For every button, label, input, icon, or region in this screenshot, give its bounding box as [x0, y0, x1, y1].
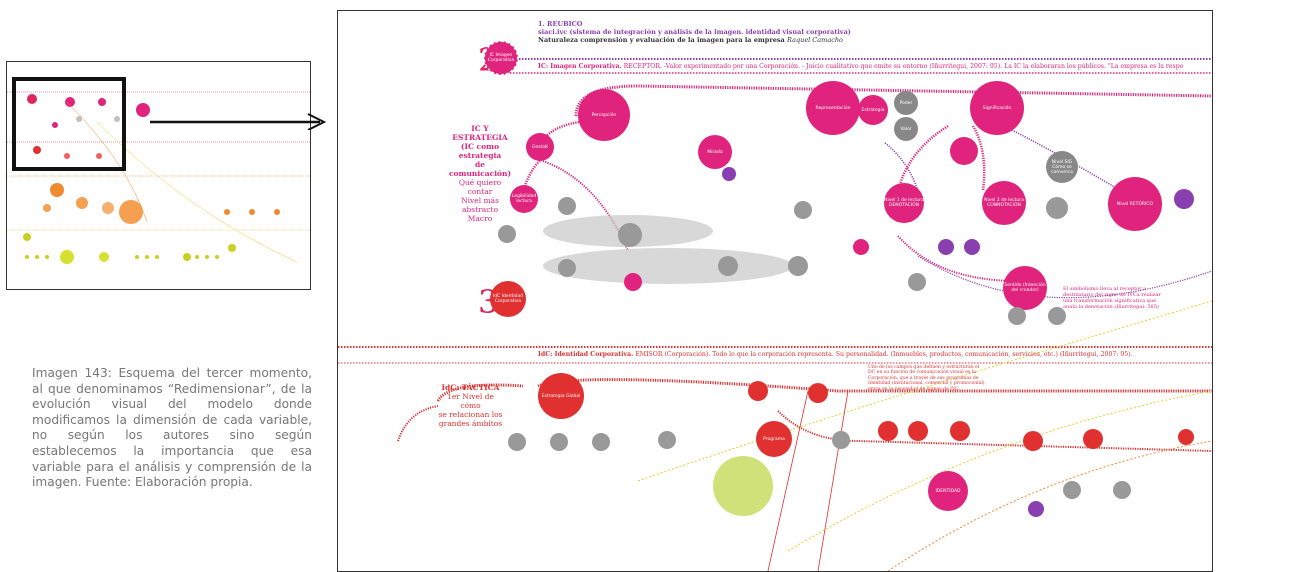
node-sentido: Sentido (Intención del creador) — [1003, 266, 1047, 310]
idc-definition: IdC: Identidad Corporativa. EMISOR (Corp… — [538, 351, 1133, 358]
overview-thumbnail — [6, 61, 311, 290]
node-percepcion: Percepción — [578, 89, 630, 141]
zoom-arrow-icon — [150, 113, 327, 130]
header-line-3: Naturaleza comprensión y evaluación de l… — [538, 36, 843, 44]
node-purple — [1174, 189, 1194, 209]
node-imagen-corporativa: IC Imagen Corporativa — [484, 41, 518, 75]
node-gray — [1063, 481, 1081, 499]
node-gray — [794, 201, 812, 219]
node-gray — [1046, 197, 1068, 219]
node-purple — [1028, 501, 1044, 517]
sentido-note: El simbolismo lleva al receptor a destin… — [1063, 286, 1161, 310]
node-significacion: Significación — [970, 81, 1024, 135]
node-purple — [938, 239, 954, 255]
node-identidad: IDENTIDAD — [928, 471, 968, 511]
node-red-small — [950, 421, 970, 441]
node-legibilidad: Legibilidad lectura — [510, 185, 538, 213]
node-purple — [722, 167, 736, 181]
node-gestalt: Gestalt — [526, 133, 554, 161]
node-poder: Poder — [894, 91, 918, 115]
node-red-small — [748, 381, 768, 401]
node-estrategia-global: Estrategia Global — [538, 373, 584, 419]
node-gray — [908, 273, 926, 291]
header-line-2: siaci.ivc (sistema de integración y anál… — [538, 28, 851, 36]
zoomed-diagram: 1. REUBICO siaci.ivc (sistema de integra… — [337, 10, 1213, 572]
node-gray — [832, 431, 850, 449]
idc-note: Uno de los campos que definen y estructu… — [868, 365, 985, 392]
node-identidad-corporativa: IdC Identidad Corporativa — [490, 281, 526, 317]
node-red-small — [1023, 431, 1043, 451]
node-gray — [558, 197, 576, 215]
node-gray — [592, 433, 610, 451]
node-gray — [550, 433, 568, 451]
figure-caption: Imagen 143: Esquema del tercer momento, … — [32, 366, 312, 490]
node-gray — [718, 256, 738, 276]
node-red-small — [808, 383, 828, 403]
node-programa: Programa — [756, 421, 792, 457]
node-mirada: Mirada — [698, 135, 732, 169]
node-gray — [498, 225, 516, 243]
node-gray — [1008, 307, 1026, 325]
node-gray — [558, 259, 576, 277]
header-line-1: 1. REUBICO — [538, 20, 583, 28]
node-red-small — [908, 421, 928, 441]
node-estrategia: Estrategia — [858, 95, 888, 125]
node-gray — [508, 433, 526, 451]
node-gray — [788, 256, 808, 276]
node-red-small — [878, 421, 898, 441]
node-valor: Valor — [894, 117, 918, 141]
node-red-small — [1178, 429, 1194, 445]
node-pink-small — [853, 239, 869, 255]
node-gray — [618, 223, 642, 247]
node-pink-small — [624, 273, 642, 291]
node-gray — [1113, 481, 1131, 499]
node-nivel-sig-small — [950, 137, 978, 165]
node-representacion: Representación — [806, 81, 860, 135]
node-purple — [964, 239, 980, 255]
node-nivel-2: Nivel 2 de lectura CONNOTACIÓN — [982, 181, 1026, 225]
node-red-small — [1083, 429, 1103, 449]
node-nivel-1: Nivel 1 de lectura DENOTACIÓN — [884, 183, 924, 223]
node-nivel-retorico: Nivel RETÓRICO — [1108, 177, 1162, 231]
ic-definition: IC: Imagen Corporativa. RECEPTOR. -Valor… — [538, 63, 1184, 70]
node-gray — [658, 431, 676, 449]
node-nivel-sig: Nivel SIG Cómo se comunica — [1046, 151, 1078, 183]
node-gray — [1048, 307, 1066, 325]
overview-diagram — [7, 77, 310, 264]
